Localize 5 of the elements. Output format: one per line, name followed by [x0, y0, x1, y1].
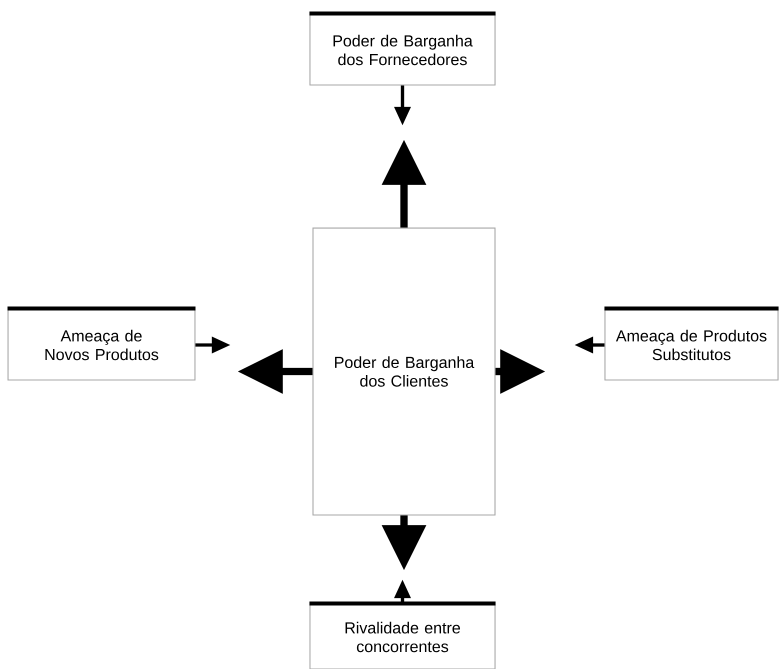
factor-box: Ameaça de Novos Produtos — [8, 306, 196, 381]
factor-box: Poder de Barganha dos Fornecedores — [309, 11, 496, 86]
center-box: Poder de Barganha dos Clientes — [312, 228, 496, 516]
factor-box: Rivalidade entre concorrentes — [309, 601, 496, 669]
factor-box: Ameaça de Produtos Substitutos — [604, 306, 779, 381]
